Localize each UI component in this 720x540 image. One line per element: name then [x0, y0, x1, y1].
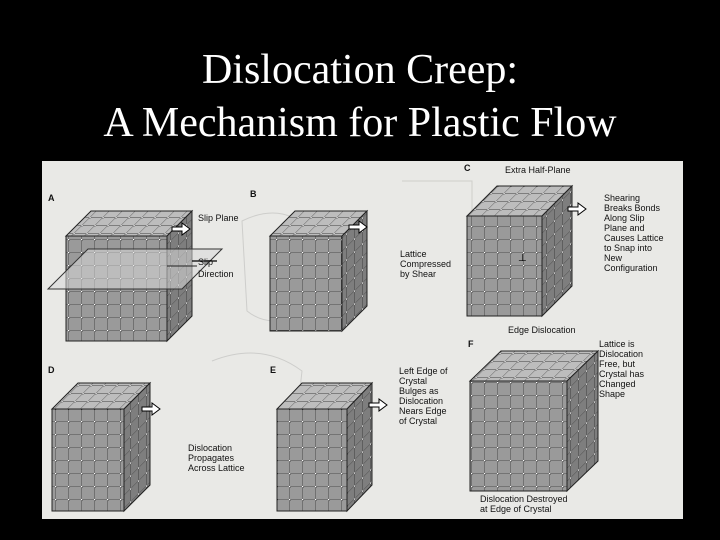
panel-f-bottom-label-2: at Edge of Crystal — [480, 504, 552, 514]
panel-f-letter: F — [468, 339, 474, 349]
shear-arrow-icon — [567, 202, 587, 216]
panel-f-cube — [468, 349, 600, 493]
edge-dislocation-symbol: ⊥ — [518, 253, 527, 264]
slide-title-line-2: A Mechanism for Plastic Flow — [103, 100, 617, 146]
panel-e-label-4: Dislocation — [399, 396, 443, 406]
slip-plane-label: Slip Plane — [198, 213, 239, 223]
panel-b-label-1: Lattice — [400, 249, 427, 259]
panel-f-label-2: Dislocation — [599, 349, 643, 359]
panel-e: E Left Edge of Crystal Bulges as Disloca… — [270, 365, 448, 513]
dislocation-figure: A Slip Plane Slip Direction B — [42, 161, 683, 519]
dislocation-diagram: A Slip Plane Slip Direction B — [46, 163, 664, 514]
slip-direction-label-1: Slip — [198, 257, 213, 267]
panel-a-letter: A — [48, 193, 55, 203]
panel-a-cube — [46, 209, 224, 343]
panel-f-label-5: Changed — [599, 379, 636, 389]
panel-f-label-4: Crystal has — [599, 369, 645, 379]
panel-c: C ⊥ Extra Half-Plane Shearing Breaks Bon… — [464, 163, 664, 335]
panel-c-label-6: to Snap into — [604, 243, 652, 253]
panel-d-label-3: Across Lattice — [188, 463, 245, 473]
panel-e-label-2: Crystal — [399, 376, 427, 386]
panel-b-letter: B — [250, 189, 257, 199]
panel-c-label-8: Configuration — [604, 263, 658, 273]
panel-c-label-5: Causes Lattice — [604, 233, 664, 243]
slip-plane — [46, 248, 224, 290]
panel-e-label-5: Nears Edge — [399, 406, 447, 416]
panel-d-label-2: Propagates — [188, 453, 235, 463]
panel-e-label-3: Bulges as — [399, 386, 439, 396]
edge-dislocation-label: Edge Dislocation — [508, 325, 576, 335]
panel-c-label-1: Shearing — [604, 193, 640, 203]
panel-f-label-3: Free, but — [599, 359, 636, 369]
panel-f-bottom-label-1: Dislocation Destroyed — [480, 494, 568, 504]
shear-arrow-icon — [171, 222, 191, 236]
panel-c-label-3: Along Slip — [604, 213, 645, 223]
panel-f-label-1: Lattice is — [599, 339, 635, 349]
panel-c-letter: C — [464, 163, 471, 173]
panel-b-label-3: by Shear — [400, 269, 436, 279]
slide-title-line-1: Dislocation Creep: — [201, 47, 519, 93]
panel-b: B Lattice Compressed by Shear — [250, 189, 451, 333]
shear-arrow-icon — [368, 398, 388, 412]
panel-b-cube — [268, 209, 369, 333]
slip-direction-label-2: Direction — [198, 269, 234, 279]
panel-f: F Lattice is Dislocation Free, but Cryst… — [468, 339, 645, 514]
panel-e-letter: E — [270, 365, 276, 375]
shear-arrow-icon — [141, 402, 161, 416]
panel-d: D Dislocation Propagates Across Lattice — [48, 365, 245, 513]
panel-e-cube — [275, 381, 388, 513]
panel-c-label-2: Breaks Bonds — [604, 203, 661, 213]
shear-arrow-icon — [348, 220, 368, 234]
panel-a: A Slip Plane Slip Direction — [46, 193, 239, 343]
panel-e-label-6: of Crystal — [399, 416, 437, 426]
panel-e-label-1: Left Edge of — [399, 366, 448, 376]
panel-c-cube: ⊥ — [465, 184, 587, 318]
panel-d-letter: D — [48, 365, 55, 375]
extra-half-plane-label: Extra Half-Plane — [505, 165, 571, 175]
panel-d-label-1: Dislocation — [188, 443, 232, 453]
panel-f-label-6: Shape — [599, 389, 625, 399]
panel-c-label-4: Plane and — [604, 223, 645, 233]
panel-b-label-2: Compressed — [400, 259, 451, 269]
panel-c-label-7: New — [604, 253, 623, 263]
panel-d-cube — [50, 381, 161, 513]
